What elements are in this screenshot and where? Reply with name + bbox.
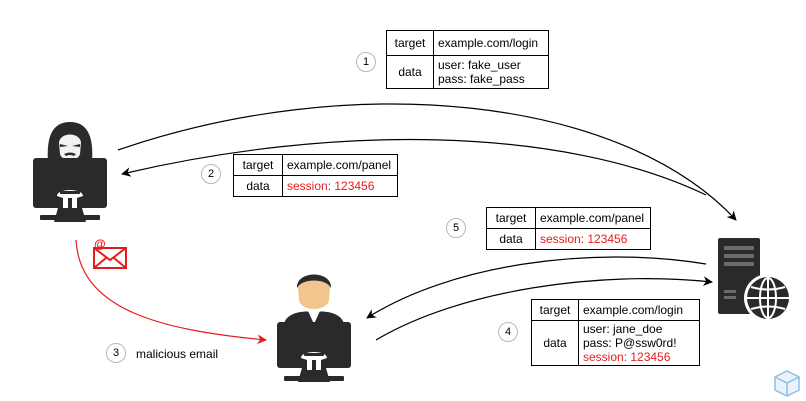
target-value: example.com/login <box>578 299 700 321</box>
email-icon: @ <box>93 237 127 269</box>
target-value: example.com/panel <box>535 207 651 229</box>
step-1-marker: 1 <box>356 52 376 72</box>
data-line-session: session: 123456 <box>535 228 651 250</box>
data-line-user: user: fake_user <box>438 58 521 72</box>
data-line-pass: pass: P@ssw0rd! <box>583 336 677 350</box>
hacker-icon <box>33 122 107 222</box>
data-line-user: user: jane_doe <box>583 322 663 336</box>
data-label: data <box>486 228 536 250</box>
request-table-step-2: target example.com/panel data session: 1… <box>233 154 398 197</box>
step-3-marker: 3 <box>106 343 126 363</box>
data-values: user: jane_doe pass: P@ssw0rd! session: … <box>578 320 700 366</box>
svg-text:@: @ <box>94 237 106 251</box>
data-values: user: fake_user pass: fake_pass <box>433 55 549 89</box>
target-label: target <box>386 30 434 56</box>
victim-icon <box>277 274 351 382</box>
request-table-step-4: target example.com/login data user: jane… <box>531 299 700 366</box>
arrow-attacker-to-server <box>117 103 737 221</box>
target-value: example.com/panel <box>282 154 398 176</box>
data-line-session: session: 123456 <box>282 175 398 197</box>
cube-logo-icon <box>774 370 800 397</box>
arrow-server-to-victim <box>366 256 707 319</box>
arrow-server-to-attacker <box>121 138 707 196</box>
arrow-victim-to-server <box>375 276 713 341</box>
step-4-marker: 4 <box>498 322 518 342</box>
arrow-email-to-victim <box>75 239 267 344</box>
data-label: data <box>386 55 434 89</box>
target-value: example.com/login <box>433 30 549 56</box>
globe-icon <box>744 274 792 322</box>
malicious-email-label: malicious email <box>136 347 219 361</box>
data-line-session: session: 123456 <box>583 350 671 364</box>
step-5-marker: 5 <box>446 218 466 238</box>
target-label: target <box>531 299 579 321</box>
data-label: data <box>233 175 283 197</box>
target-label: target <box>486 207 536 229</box>
request-table-step-1: target example.com/login data user: fake… <box>386 30 549 89</box>
data-line-pass: pass: fake_pass <box>438 72 525 86</box>
request-table-step-5: target example.com/panel data session: 1… <box>486 207 651 250</box>
step-2-marker: 2 <box>201 164 221 184</box>
server-icon <box>718 238 792 322</box>
target-label: target <box>233 154 283 176</box>
data-label: data <box>531 320 579 366</box>
